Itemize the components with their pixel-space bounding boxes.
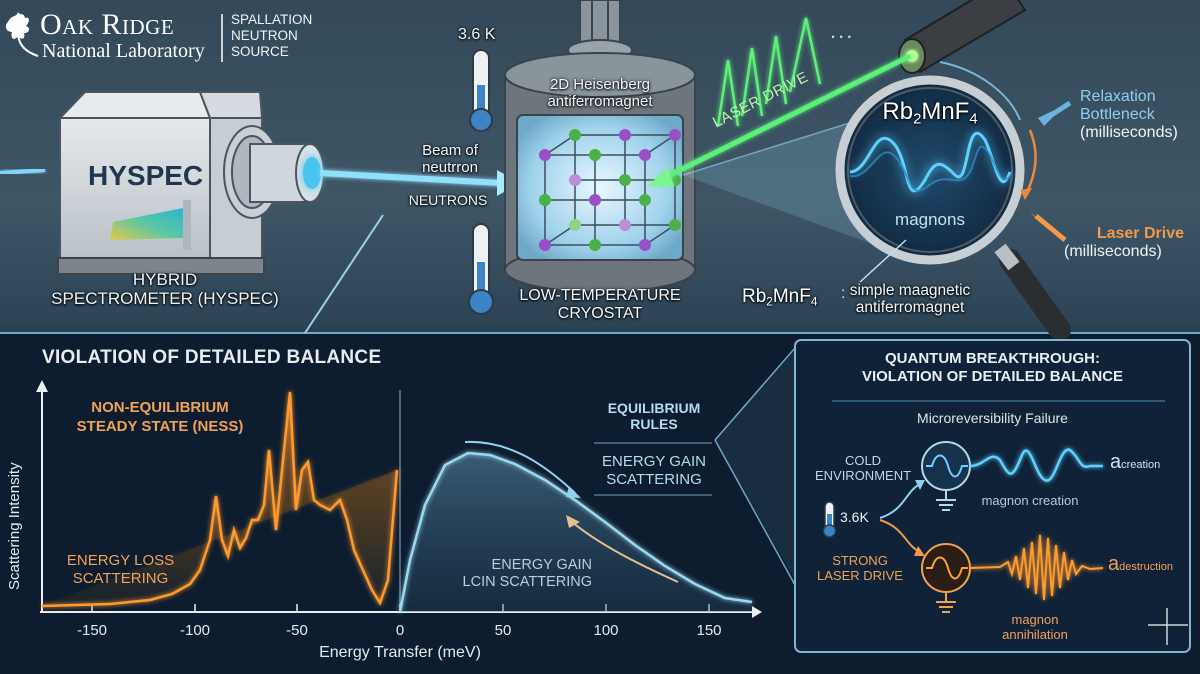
neutrons-label: NEUTRONS (408, 192, 488, 208)
annihilation-circuit (921, 534, 1104, 613)
magnifier-icon (835, 75, 1071, 341)
laser-drive-timescale: Laser Drive (milliseconds) (1064, 225, 1184, 260)
strong-laser-label: STRONG LASER DRIVE (817, 553, 903, 583)
thermometer-top-icon (469, 49, 493, 132)
formula-caption: Rb2MnF4 (742, 286, 818, 309)
logo-facility: SPALLATION NEUTRON SOURCE (231, 12, 313, 59)
chart-title: VIOLATION OF DETAILED BALANCE (42, 347, 382, 368)
equilibrium-label: EQUILIBRIUM RULES (607, 400, 701, 432)
beam-label: Beam of neutrron (422, 142, 478, 176)
laser-source (898, 0, 1027, 74)
logo-org-name: Oak Ridge (40, 8, 175, 41)
quantum-panel-frame (794, 339, 1191, 653)
equilibrium-curve (400, 453, 752, 612)
branch-arrows (879, 480, 925, 556)
crosshair-icon (1148, 608, 1188, 645)
thermometer-small-icon (822, 501, 837, 538)
thermometer-bottom-icon (468, 223, 494, 315)
y-axis-label: Scattering Intensity (6, 462, 23, 590)
magnifier-formula: Rb2MnF4 (882, 98, 978, 128)
relaxation-label: Relaxation Bottleneck (milliseconds) (1080, 88, 1178, 141)
ness-label: NON-EQUILIBRIUM STEADY STATE (NESS) (76, 399, 244, 435)
destruction-operator: adestruction (1108, 553, 1173, 575)
lattice-atoms (539, 129, 681, 251)
formula-description: simple maagnetic antiferromagnet (849, 282, 971, 316)
cold-environment-label: COLD ENVIRONMENT (814, 453, 912, 483)
x-axis-label: Energy Transfer (meV) (319, 644, 481, 661)
energy-gain-label: ENERGY GAIN SCATTERING (602, 453, 706, 488)
creation-operator: acreation (1110, 451, 1161, 473)
quantum-panel-title: QUANTUM BREAKTHROUGH: VIOLATION OF DETAI… (861, 350, 1124, 385)
sample-label: 2D Heisenberg antiferromagnet (547, 76, 653, 110)
hyspec-caption: HYBRID SPECTROMETER (HYSPEC) (51, 270, 279, 308)
magnon-annihilation-label: magnon annihilation (1002, 612, 1068, 642)
magnon-creation-label: magnon creation (981, 493, 1079, 508)
magnons-label: magnons (895, 210, 965, 229)
hyspec-instrument (57, 91, 325, 275)
scattering-chart (36, 380, 762, 618)
cryostat-caption: LOW-TEMPERATURE CRYOSTAT (519, 287, 681, 322)
oak-leaf-icon (5, 12, 39, 57)
laser-pulses-ellipsis: ... (830, 18, 855, 43)
logo-org-subtitle: National Laboratory (42, 40, 205, 62)
quantum-temperature: 3.6K (840, 509, 869, 525)
ness-curve (41, 391, 399, 608)
quantum-panel-subtitle: Microreversibility Failure (917, 410, 1068, 426)
energy-gain-secondary-label: ENERGY GAIN LCIN SCATTERING (462, 557, 592, 590)
formula-sep: : (841, 285, 846, 302)
creation-circuit (921, 441, 1103, 511)
cryostat-temperature: 3.6 K (458, 26, 496, 43)
energy-loss-label: ENERGY LOSS SCATTERING (66, 552, 175, 587)
hyspec-label: HYSPEC (88, 160, 204, 191)
laser-beam (648, 17, 912, 186)
